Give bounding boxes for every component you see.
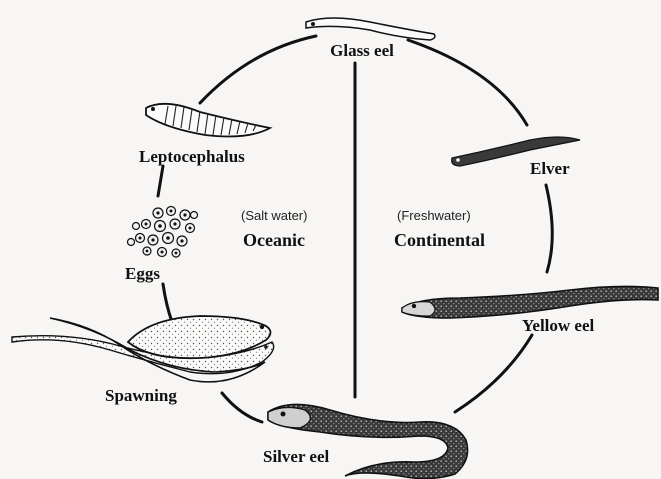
eggs-illustration	[128, 207, 198, 258]
eggs-label: Eggs	[125, 264, 160, 283]
spawning-label: Spawning	[105, 386, 177, 405]
silver-eel-illustration	[268, 404, 468, 478]
arc-elver-to-yellow-eel	[546, 185, 552, 272]
arc-yellow-eel-to-silver-eel	[455, 335, 532, 412]
leptocephalus-illustration	[146, 104, 270, 137]
oceanic-label: Oceanic	[243, 230, 305, 250]
continental-label: Continental	[394, 230, 485, 250]
elver-label: Elver	[530, 159, 570, 178]
arc-leptocephalus-to-glass-eel	[200, 36, 316, 103]
glass-eel-illustration	[306, 18, 435, 40]
arc-spawning-to-silver-eel	[222, 393, 262, 422]
leptocephalus-label: Leptocephalus	[139, 147, 245, 166]
yellow-eel-label: Yellow eel	[522, 316, 595, 335]
arc-eggs-to-spawning	[163, 284, 172, 322]
continental-water-type: (Freshwater)	[397, 208, 471, 223]
spawning-illustration	[12, 316, 274, 382]
arc-glass-eel-to-elver	[408, 40, 527, 125]
arc-leptocephalus-to-eggs	[158, 166, 163, 196]
glass-eel-label: Glass eel	[330, 41, 394, 60]
yellow-eel-illustration	[402, 286, 658, 318]
oceanic-water-type: (Salt water)	[241, 208, 307, 223]
silver-eel-label: Silver eel	[263, 447, 330, 466]
